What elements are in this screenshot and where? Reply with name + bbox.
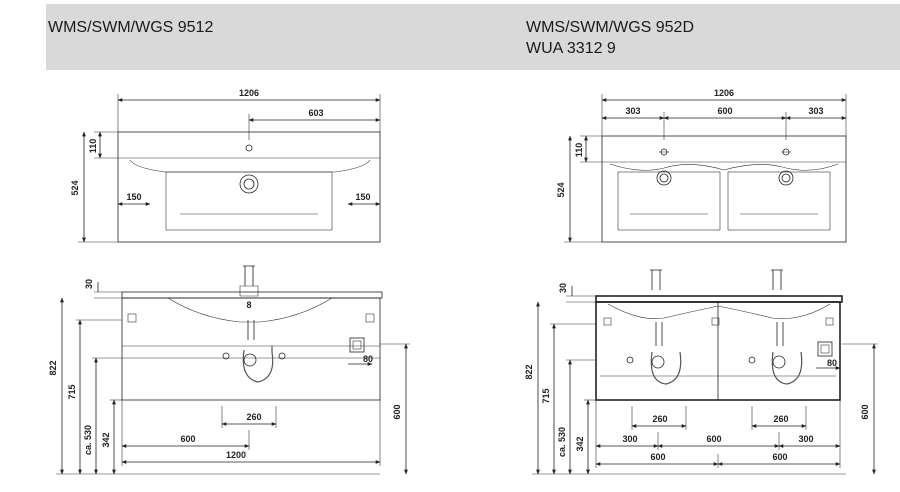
single-siphon-trap-icon [242,346,274,383]
dim-single-center-offset: 600 [180,434,195,444]
single-top-view: 1206 603 110 524 150 150 [70,88,381,243]
single-faucet-icon [243,265,255,286]
double-socket-icon [817,341,833,357]
dim-single-top-rim: 110 [88,139,98,154]
double-top-basin-right [727,171,831,231]
double-front-view: 80 30 822 715 ca. 530 342 600 260 260 [524,269,878,475]
single-worktop [121,291,383,299]
dim-single-cabinet-width: 1200 [226,450,246,460]
double-top-basin-left [617,171,721,231]
dim-single-top-offset: 30 [84,279,94,289]
double-faucet-right-icon [771,269,783,290]
dim-double-offset-left: 300 [622,434,637,444]
dim-single-top-depth: 524 [70,180,80,195]
dim-single-height-715: 715 [67,384,77,399]
single-top-basin-rim [129,159,371,173]
dim-single-right-margin: 150 [355,192,370,202]
dim-single-height-342: 342 [101,432,111,447]
double-top-basin-rim [609,163,839,171]
right-model-subtitle: WUA 3312 9 [526,40,616,57]
left-model-title: WMS/SWM/WGS 9512 [48,19,214,36]
dim-double-trap-left: 260 [652,414,667,424]
single-cabinet [121,297,381,401]
dim-double-trap-right: 260 [773,414,788,424]
dim-single-socket: 80 [363,354,373,364]
double-top-outline [601,135,847,243]
dim-double-half-left: 600 [650,452,665,462]
dim-single-trap-width: 260 [246,412,261,422]
single-front-view: 8 80 30 822 715 ca. 530 342 600 [48,265,410,475]
dim-double-height-715: 715 [541,388,551,403]
double-siphon-right-icon [771,351,803,385]
dim-single-right-height: 600 [392,404,402,419]
dim-double-right-height: 600 [860,404,870,419]
dim-double-center-span: 600 [706,434,721,444]
single-socket-icon [349,337,365,353]
single-top-basin [165,171,333,231]
dim-single-top-width: 1206 [239,88,259,98]
right-model-title: WMS/SWM/WGS 952D [526,19,695,36]
dim-double-left-section: 303 [625,106,640,116]
dim-single-left-margin: 150 [126,192,141,202]
single-drain-icon [239,174,259,194]
double-drain-left-icon [656,170,672,186]
single-tap-hole-icon [245,144,253,152]
header-band [46,4,900,70]
dim-double-top-depth: 524 [556,182,566,197]
dim-double-height-530: ca. 530 [557,427,567,457]
dim-double-socket: 80 [827,358,837,368]
dim-double-center-section: 600 [717,106,732,116]
dim-single-total-height: 822 [48,360,58,375]
dim-double-top-offset: 30 [558,283,568,293]
single-top-outline [117,131,381,243]
dim-double-top-rim: 110 [574,143,584,158]
double-top-view: 1206 303 600 303 110 524 [556,88,847,243]
double-drain-right-icon [778,170,794,186]
double-siphon-left-icon [650,351,682,385]
double-worktop [595,295,843,303]
dim-double-height-342: 342 [575,436,585,451]
dim-double-top-width: 1206 [714,88,734,98]
dim-double-offset-right: 300 [798,434,813,444]
double-faucet-left-icon [650,269,662,290]
dim-double-total-height: 822 [524,364,534,379]
dim-double-right-section: 303 [808,106,823,116]
single-trap-label: 8 [246,300,251,310]
dim-single-top-half: 603 [308,108,323,118]
dim-single-height-530: ca. 530 [83,425,93,455]
dim-double-half-right: 600 [772,452,787,462]
